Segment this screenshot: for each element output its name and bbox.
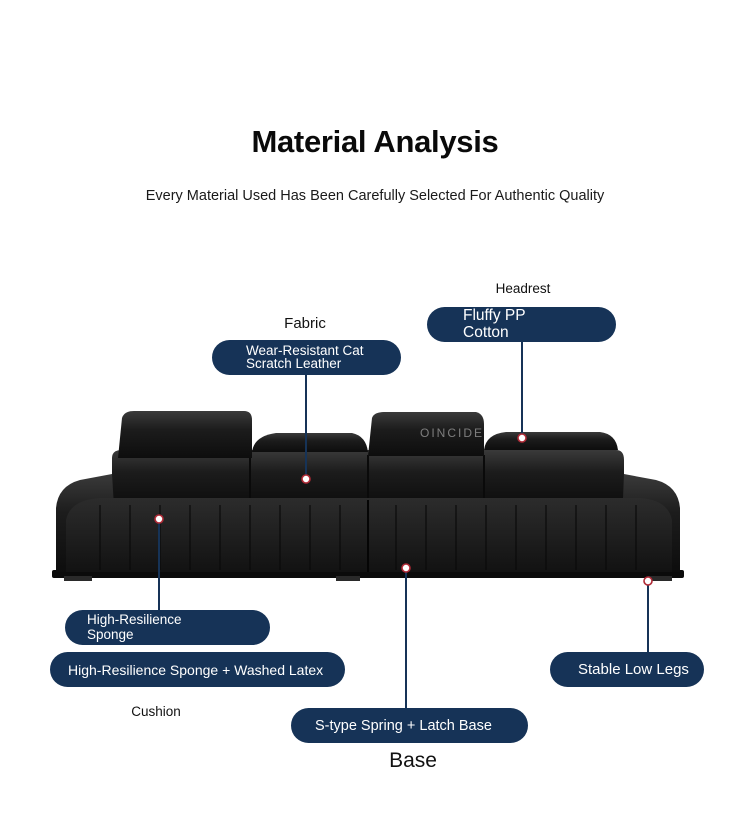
seat-cushion-right (368, 498, 672, 572)
seat-cushion-left (66, 498, 368, 572)
callout-legs: Stable Low Legs (550, 652, 704, 687)
category-fabric: Fabric (284, 315, 326, 332)
marker-fabric (301, 474, 311, 484)
callout-cushion-text: High-Resilience Sponge + Washed Latex (68, 661, 324, 678)
headrest-4 (484, 432, 618, 450)
sofa-leg-left (64, 576, 92, 581)
callout-headrest-line-2: Cotton (463, 323, 509, 341)
marker-legs (643, 576, 653, 586)
sofa-leg-right (648, 576, 672, 581)
category-headrest: Headrest (495, 281, 551, 296)
headrest-3 (368, 412, 484, 456)
callout-sponge-line-2: Sponge (87, 626, 134, 642)
marker-sponge (154, 514, 164, 524)
marker-base (401, 563, 411, 573)
callout-fabric-line-1: Wear-Resistant Cat (246, 343, 364, 358)
callout-fabric: Wear-Resistant Cat Scratch Leather (212, 340, 401, 375)
category-base: Base (389, 749, 437, 772)
callout-fabric-line-2: Scratch Leather (246, 355, 342, 371)
headrest-1 (118, 411, 252, 458)
page-subtitle: Every Material Used Has Been Carefully S… (145, 188, 605, 204)
marker-headrest (517, 433, 527, 443)
callout-headrest-line-1: Fluffy PP (463, 307, 526, 324)
headrest-2 (252, 433, 368, 452)
watermark-text: OINCIDE (420, 426, 484, 440)
callout-headrest: Fluffy PP Cotton (427, 307, 616, 342)
category-cushion: Cushion (131, 704, 181, 719)
page-title: Material Analysis (251, 124, 499, 159)
sofa-leg-center (336, 576, 360, 581)
callout-sponge: High-Resilience Sponge (65, 610, 270, 645)
callout-cushion: High-Resilience Sponge + Washed Latex (50, 652, 345, 687)
callout-base: S-type Spring + Latch Base (291, 708, 528, 743)
callout-legs-text: Stable Low Legs (578, 660, 689, 678)
callout-base-text: S-type Spring + Latch Base (315, 717, 492, 734)
callout-sponge-line-1: High-Resilience (87, 612, 182, 627)
